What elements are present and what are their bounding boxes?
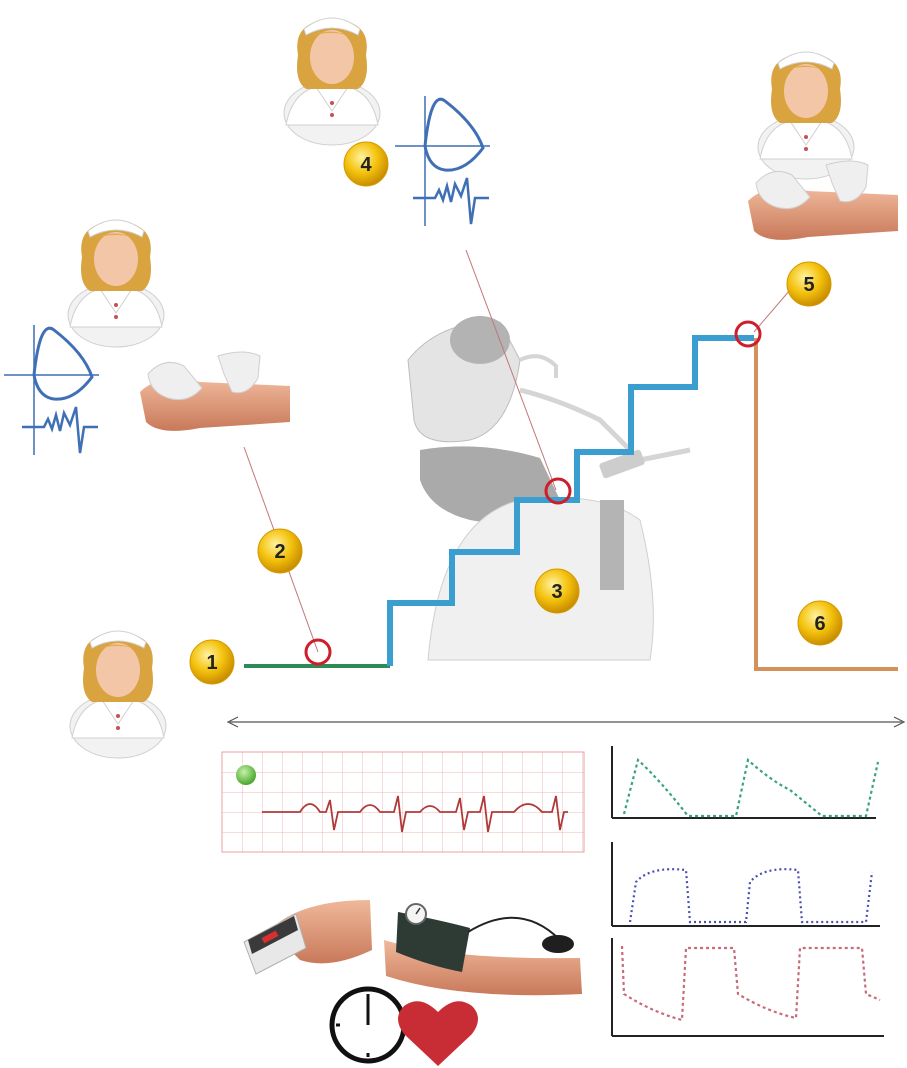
timeline-arrow: [228, 717, 904, 727]
blood-pressure-cuff-icon: [384, 904, 582, 995]
svg-text:2: 2: [274, 541, 285, 563]
step-badge-2: 2: [258, 529, 302, 573]
waveform-icon: [612, 746, 878, 818]
ecg-indicator-icon: [236, 765, 256, 785]
stopwatch-icon: [332, 989, 404, 1061]
svg-text:3: 3: [551, 581, 562, 603]
svg-text:6: 6: [814, 613, 825, 635]
svg-text:5: 5: [803, 274, 814, 296]
pulse-oximeter-icon: [244, 900, 372, 974]
flow-volume-loop-icon: [4, 325, 99, 455]
flow-volume-loop-icon: [395, 96, 490, 226]
nurse-icon: [284, 18, 380, 145]
sampling-point-marker: [736, 322, 760, 346]
step-badge-5: 5: [787, 262, 831, 306]
step-badge-3: 3: [535, 569, 579, 613]
nurse-icon: [758, 52, 854, 179]
heart-icon: [398, 1001, 478, 1066]
step-badge-1: 1: [190, 640, 234, 684]
step-badge-4: 4: [344, 142, 388, 186]
waveform-icon: [612, 938, 884, 1036]
step-badge-6: 6: [798, 601, 842, 645]
ecg-strip-icon: [222, 752, 584, 852]
svg-text:4: 4: [360, 154, 372, 176]
svg-text:1: 1: [206, 652, 217, 674]
waveform-icon: [612, 842, 880, 926]
nurse-icon: [68, 220, 164, 347]
nurse-icon: [70, 631, 166, 758]
arterial-puncture-icon: [140, 352, 290, 431]
